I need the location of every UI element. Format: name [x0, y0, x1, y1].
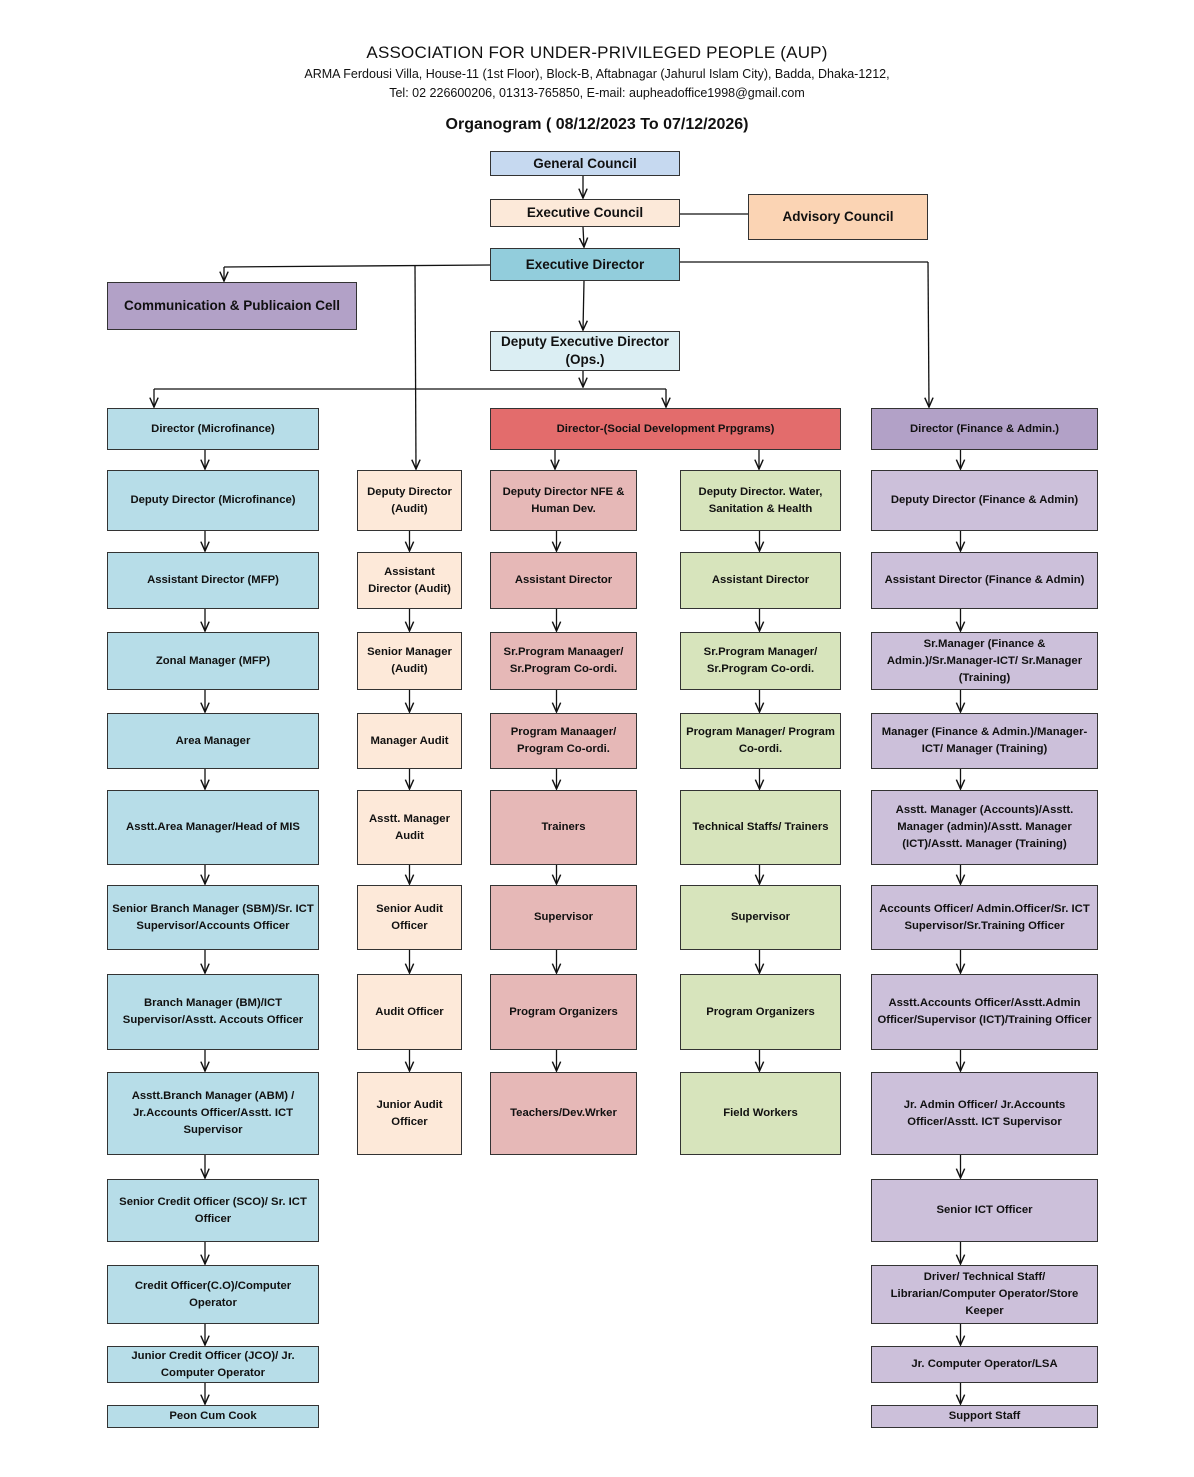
chart-title: Organogram ( 08/12/2023 To 07/12/2026): [445, 116, 749, 133]
audit-level-3-box: Senior Manager (Audit): [357, 632, 462, 690]
communication-cell-box: Communication & Publicaion Cell: [107, 282, 357, 330]
audit-level-4-box: Manager Audit: [357, 713, 462, 769]
organization-contact: Tel: 02 226600206, 01313-765850, E-mail:…: [389, 86, 805, 100]
audit-level-7-box: Audit Officer: [357, 974, 462, 1050]
finance-level-11-box: Driver/ Technical Staff/ Librarian/Compu…: [871, 1265, 1098, 1324]
nfe-level-7-box: Program Organizers: [490, 974, 637, 1050]
arrow-executive-council-to-director: [583, 226, 584, 247]
microfinance-level-3-box: Assistant Director (MFP): [107, 552, 319, 609]
finance-level-13-box: Support Staff: [871, 1405, 1098, 1428]
nfe-level-8-box: Teachers/Dev.Wrker: [490, 1072, 637, 1155]
audit-level-1-box: Deputy Director (Audit): [357, 470, 462, 531]
wash-level-4-box: Program Manager/ Program Co-ordi.: [680, 713, 841, 769]
microfinance-level-1-box: Director (Microfinance): [107, 408, 319, 450]
nfe-level-6-box: Supervisor: [490, 885, 637, 950]
finance-level-8-box: Asstt.Accounts Officer/Asstt.Admin Offic…: [871, 974, 1098, 1050]
wash-level-3-box: Sr.Program Manager/ Sr.Program Co-ordi.: [680, 632, 841, 690]
wash-level-6-box: Supervisor: [680, 885, 841, 950]
nfe-level-1-box: Deputy Director NFE & Human Dev.: [490, 470, 637, 531]
arrow-ed-to-deputy-executive: [583, 280, 584, 330]
nfe-level-2-box: Assistant Director: [490, 552, 637, 609]
microfinance-level-7-box: Senior Branch Manager (SBM)/Sr. ICT Supe…: [107, 885, 319, 950]
wash-level-1-box: Deputy Director. Water, Sanitation & Hea…: [680, 470, 841, 531]
arrow-to-finance-director: [928, 261, 929, 407]
line-ed-to-communication: [223, 264, 491, 268]
audit-level-2-box: Assistant Director (Audit): [357, 552, 462, 609]
finance-level-1-box: Director (Finance & Admin.): [871, 408, 1098, 450]
wash-level-2-box: Assistant Director: [680, 552, 841, 609]
microfinance-level-11-box: Credit Officer(C.O)/Computer Operator: [107, 1265, 319, 1324]
finance-level-10-box: Senior ICT Officer: [871, 1179, 1098, 1242]
general-council-box: General Council: [490, 151, 680, 176]
microfinance-level-10-box: Senior Credit Officer (SCO)/ Sr. ICT Off…: [107, 1179, 319, 1242]
finance-level-12-box: Jr. Computer Operator/LSA: [871, 1346, 1098, 1383]
finance-level-3-box: Assistant Director (Finance & Admin): [871, 552, 1098, 609]
audit-level-8-box: Junior Audit Officer: [357, 1072, 462, 1155]
microfinance-level-4-box: Zonal Manager (MFP): [107, 632, 319, 690]
microfinance-level-5-box: Area Manager: [107, 713, 319, 769]
nfe-level-4-box: Program Manaager/ Program Co-ordi.: [490, 713, 637, 769]
executive-director-box: Executive Director: [490, 248, 680, 281]
nfe-level-3-box: Sr.Program Manaager/ Sr.Program Co-ordi.: [490, 632, 637, 690]
nfe-level-5-box: Trainers: [490, 790, 637, 865]
finance-level-5-box: Manager (Finance & Admin.)/Manager-ICT/ …: [871, 713, 1098, 769]
finance-level-7-box: Accounts Officer/ Admin.Officer/Sr. ICT …: [871, 885, 1098, 950]
executive-council-box: Executive Council: [490, 199, 680, 227]
microfinance-level-8-box: Branch Manager (BM)/ICT Supervisor/Asstt…: [107, 974, 319, 1050]
advisory-council-box: Advisory Council: [748, 194, 928, 240]
finance-level-4-box: Sr.Manager (Finance & Admin.)/Sr.Manager…: [871, 632, 1098, 690]
audit-level-6-box: Senior Audit Officer: [357, 885, 462, 950]
wash-level-8-box: Field Workers: [680, 1072, 841, 1155]
microfinance-level-13-box: Peon Cum Cook: [107, 1405, 319, 1428]
arrow-ed-to-audit: [415, 265, 416, 469]
microfinance-level-9-box: Asstt.Branch Manager (ABM) / Jr.Accounts…: [107, 1072, 319, 1155]
microfinance-level-12-box: Junior Credit Officer (JCO)/ Jr. Compute…: [107, 1346, 319, 1383]
organization-name: ASSOCIATION FOR UNDER-PRIVILEGED PEOPLE …: [366, 43, 828, 62]
wash-level-7-box: Program Organizers: [680, 974, 841, 1050]
deputy-executive-director-box: Deputy Executive Director (Ops.): [490, 331, 680, 371]
organization-address: ARMA Ferdousi Villa, House-11 (1st Floor…: [304, 67, 890, 81]
wash-level-5-box: Technical Staffs/ Trainers: [680, 790, 841, 865]
finance-level-6-box: Asstt. Manager (Accounts)/Asstt. Manager…: [871, 790, 1098, 865]
director-social-development-box: Director-(Social Development Prpgrams): [490, 408, 841, 450]
finance-level-9-box: Jr. Admin Officer/ Jr.Accounts Officer/A…: [871, 1072, 1098, 1155]
microfinance-level-2-box: Deputy Director (Microfinance): [107, 470, 319, 531]
microfinance-level-6-box: Asstt.Area Manager/Head of MIS: [107, 790, 319, 865]
audit-level-5-box: Asstt. Manager Audit: [357, 790, 462, 865]
finance-level-2-box: Deputy Director (Finance & Admin): [871, 470, 1098, 531]
